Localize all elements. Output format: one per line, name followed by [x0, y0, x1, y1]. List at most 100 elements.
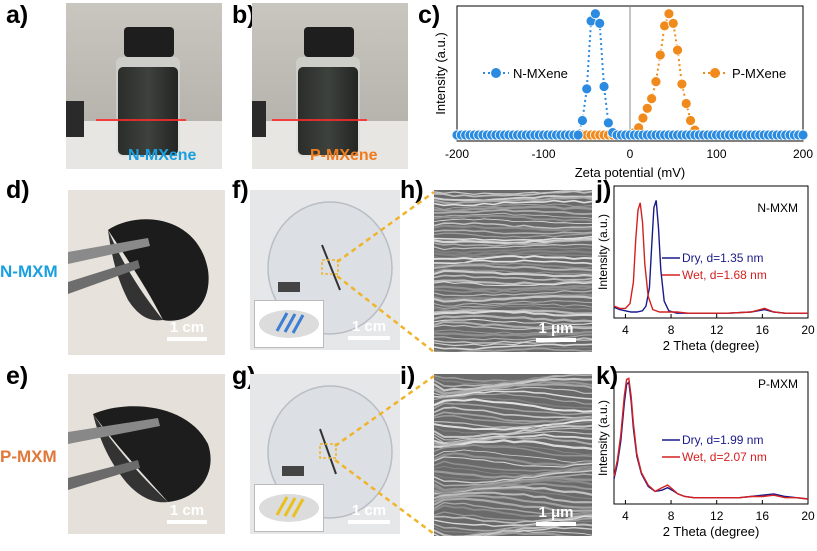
x-tick-label: 20: [801, 509, 815, 523]
x-tick-label: 4: [622, 323, 629, 337]
panel-label-e: e): [6, 362, 29, 390]
photo-disc-p: 1 cm: [250, 374, 400, 534]
x-tick-label: -200: [445, 147, 469, 161]
row-label-p-mxm: P-MXM: [0, 447, 57, 466]
sem-image-p: 1 μm: [434, 374, 592, 536]
chart-annotation: P-MXM: [758, 377, 798, 391]
panel-label-d: d): [6, 176, 30, 204]
data-point: [680, 98, 692, 109]
x-axis-label: Zeta potential (mV): [575, 165, 686, 180]
data-point: [641, 102, 653, 114]
sem-texture-n: [434, 190, 592, 352]
legend-label: Dry, d=1.99 nm: [682, 433, 763, 447]
legend-entry: Wet, d=2.07 nm: [662, 450, 767, 464]
legend-p-mxene: P-MXene: [703, 66, 786, 81]
scale-label: 1 cm: [169, 319, 205, 336]
scale-bar-1cm-d: 1 cm: [163, 319, 211, 341]
legend-label: Wet, d=2.07 nm: [682, 450, 767, 464]
x-tick-label: 12: [710, 509, 724, 523]
x-tick-label: 16: [756, 509, 770, 523]
chart-xrd-p-mxm: 4 8 12 16 20 2 Theta (degree) Intensity (a.u.)…: [596, 371, 815, 539]
plot-frame: [613, 185, 809, 319]
panel-label-b: b): [232, 1, 256, 29]
caption-p-mxene: P-MXene: [310, 147, 378, 164]
data-point: [685, 115, 696, 126]
x-tick-label: 4: [622, 509, 629, 523]
data-point: [646, 93, 658, 105]
photo-flexible-film-p: 1 cm: [68, 374, 225, 534]
panel-label-j: j): [596, 176, 612, 204]
scale-label: 1 μm: [538, 320, 574, 337]
sem-texture-p: [434, 374, 592, 536]
data-point: [594, 18, 606, 29]
x-tick-label: 200: [793, 147, 813, 161]
scale-bar-1um-h: 1 μm: [532, 320, 580, 342]
data-point: [598, 81, 610, 92]
data-point: [589, 8, 601, 20]
legend-label: Dry, d=1.35 nm: [682, 251, 763, 265]
sem-image-n: 1 μm: [434, 190, 592, 352]
photo-vial-p-mxene: P-MXene: [252, 3, 408, 169]
row-label-n-mxm: N-MXM: [0, 262, 58, 281]
panel-label-f: f): [232, 176, 249, 204]
chart-annotation: N-MXM: [757, 201, 798, 215]
legend-entry: Dry, d=1.35 nm: [662, 251, 763, 265]
data-point: [637, 112, 649, 124]
inset-schematic-n: [254, 300, 324, 348]
legend-entry: Dry, d=1.99 nm: [662, 433, 763, 447]
legend-n-mxene: N-MXene: [483, 66, 568, 81]
scale-label: 1 cm: [351, 502, 387, 519]
x-tick-label: 8: [668, 509, 675, 523]
legend-marker: [491, 68, 501, 78]
scale-bar-1um-i: 1 μm: [532, 504, 580, 526]
caption-n-mxene: N-MXene: [128, 147, 197, 164]
panel-label-h: h): [400, 176, 424, 204]
photo-disc-n: 1 cm: [250, 190, 400, 350]
panel-label-c: c): [418, 1, 441, 29]
legend-marker: [710, 68, 720, 78]
panel-label-a: a): [6, 1, 29, 29]
data-point: [654, 49, 666, 61]
data-point: [650, 76, 662, 88]
scale-bar-1cm-f: 1 cm: [344, 318, 394, 340]
x-tick-label: -100: [531, 147, 555, 161]
x-tick-label: 100: [706, 147, 726, 161]
data-point: [581, 83, 593, 95]
y-axis-label: Intensity (a.u.): [596, 400, 610, 476]
data-point: [676, 78, 688, 90]
data-point: [797, 129, 809, 141]
scale-bar-1cm-g: 1 cm: [344, 502, 394, 524]
panel-label-g: g): [232, 362, 256, 390]
film-p-illustration: [68, 374, 225, 534]
x-tick-label: 12: [710, 323, 724, 337]
x-tick-label: 8: [668, 323, 675, 337]
y-axis-label: Intensity (a.u.): [433, 32, 448, 114]
photo-flexible-film-n: 1 cm: [68, 190, 225, 355]
vial-p-illustration: [252, 3, 408, 169]
data-point: [663, 8, 675, 20]
x-tick-label: 0: [627, 147, 634, 161]
series-line: [613, 377, 809, 500]
legend-label: N-MXene: [513, 66, 568, 81]
plot-frame: [613, 371, 809, 505]
y-axis-label: Intensity (a.u.): [596, 214, 610, 290]
panel-label-i: i): [400, 362, 416, 390]
vial-n-illustration: [66, 3, 222, 169]
legend-entry: Wet, d=1.68 nm: [662, 268, 767, 282]
data-point: [602, 117, 614, 129]
x-tick-label: 16: [756, 323, 770, 337]
x-axis-label: 2 Theta (degree): [663, 524, 760, 539]
data-point: [672, 44, 683, 56]
scale-label: 1 μm: [538, 504, 574, 521]
film-n-illustration: [68, 190, 225, 355]
data-point: [572, 129, 584, 141]
panel-label-k: k): [596, 362, 619, 390]
data-point: [667, 18, 679, 29]
scale-label: 1 cm: [169, 502, 205, 519]
series-line: [613, 202, 808, 314]
x-tick-label: 20: [801, 323, 815, 337]
legend-label: P-MXene: [732, 66, 786, 81]
inset-schematic-p: [254, 484, 324, 532]
